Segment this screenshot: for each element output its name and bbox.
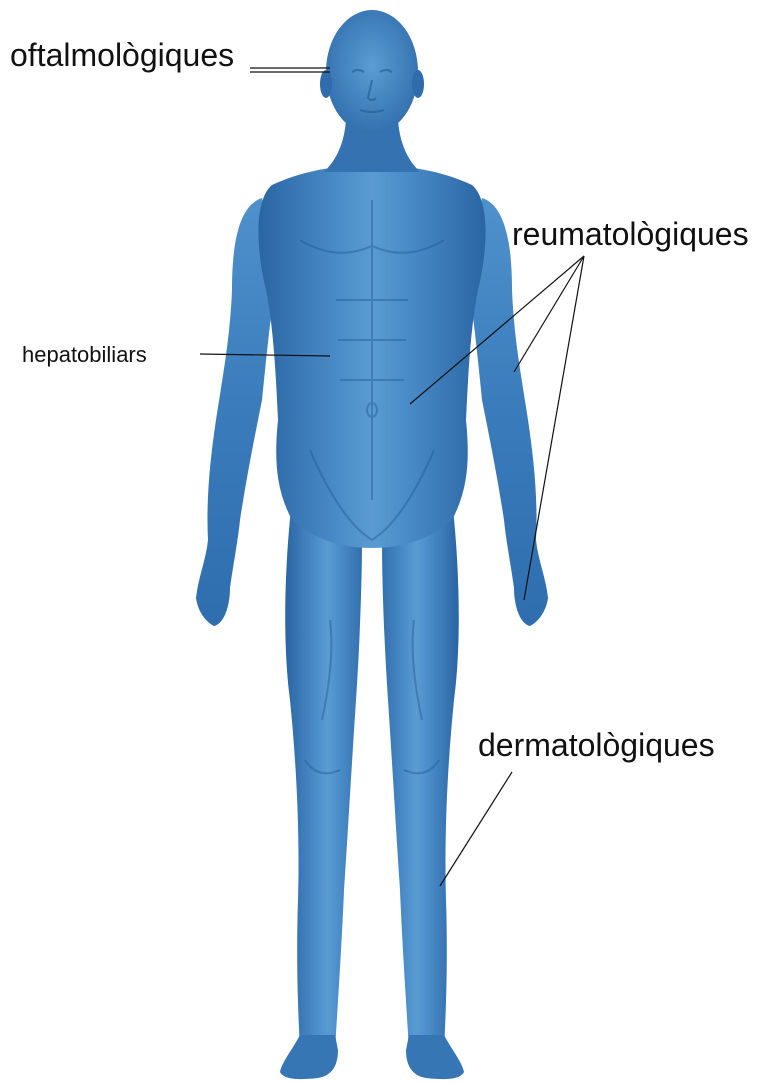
label-ophthalmologic: oftalmològiques <box>10 37 234 73</box>
right-leg <box>374 500 459 1050</box>
leader-dermatologic <box>440 772 512 886</box>
label-dermatologic: dermatològiques <box>478 727 715 763</box>
right-ear <box>412 70 424 98</box>
human-figure <box>196 10 548 1079</box>
left-ear <box>320 70 332 98</box>
head <box>326 10 418 134</box>
left-leg <box>285 500 370 1050</box>
leader-rheumatologic-hand <box>524 256 584 600</box>
label-hepatobiliary: hepatobiliars <box>22 342 147 367</box>
left-foot <box>280 1035 338 1079</box>
right-foot <box>406 1035 464 1079</box>
label-rheumatologic: reumatològiques <box>512 216 749 252</box>
